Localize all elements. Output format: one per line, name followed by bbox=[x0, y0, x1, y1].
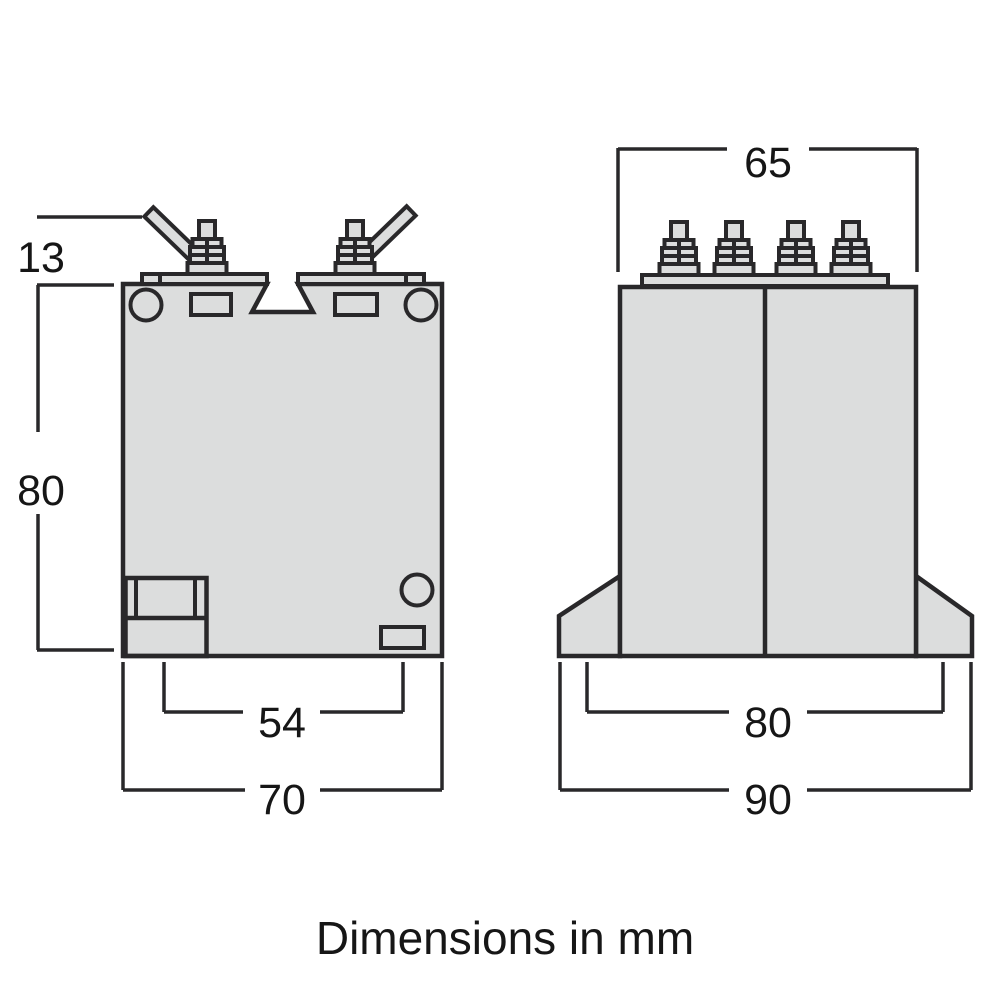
dim-label-70: 70 bbox=[258, 776, 306, 824]
dim-side-mounting-width: 80 bbox=[585, 662, 945, 747]
front-terminal-left bbox=[185, 219, 229, 276]
front-terminal-right bbox=[333, 219, 377, 276]
front-view: 13 80 54 70 bbox=[17, 204, 445, 824]
front-top-right-slot bbox=[333, 292, 379, 317]
dim-front-terminal-height: 13 bbox=[17, 215, 142, 287]
dim-front-body-height: 80 bbox=[17, 285, 114, 652]
dim-front-mounting-width: 54 bbox=[162, 662, 405, 747]
dim-label-80-side: 80 bbox=[744, 699, 792, 747]
dim-label-65: 65 bbox=[744, 139, 792, 187]
dim-front-overall-width: 70 bbox=[121, 662, 444, 824]
dim-label-80-front: 80 bbox=[17, 467, 65, 515]
side-terminal-1 bbox=[657, 220, 701, 277]
dim-label-90: 90 bbox=[744, 776, 792, 824]
side-terminal-3 bbox=[774, 220, 818, 277]
side-terminal-4 bbox=[829, 220, 873, 277]
front-body bbox=[120, 281, 445, 659]
side-view: 65 80 90 bbox=[556, 139, 975, 824]
side-body bbox=[617, 284, 919, 659]
dim-side-top-width: 65 bbox=[616, 139, 919, 272]
dim-label-54: 54 bbox=[258, 699, 306, 747]
front-bottom-slot bbox=[379, 625, 426, 650]
side-left-flange bbox=[556, 571, 623, 659]
front-bottom-hole bbox=[399, 572, 435, 608]
dim-side-base-width: 90 bbox=[558, 662, 973, 824]
front-top-left-hole bbox=[128, 287, 164, 323]
side-terminal-plate bbox=[640, 273, 890, 288]
front-top-right-hole bbox=[403, 287, 439, 323]
front-mounting-block bbox=[123, 575, 209, 659]
side-right-flange bbox=[913, 571, 975, 659]
caption: Dimensions in mm bbox=[316, 912, 694, 964]
side-terminal-2 bbox=[712, 220, 756, 277]
dim-label-13: 13 bbox=[17, 234, 65, 282]
front-top-left-slot bbox=[189, 292, 233, 317]
